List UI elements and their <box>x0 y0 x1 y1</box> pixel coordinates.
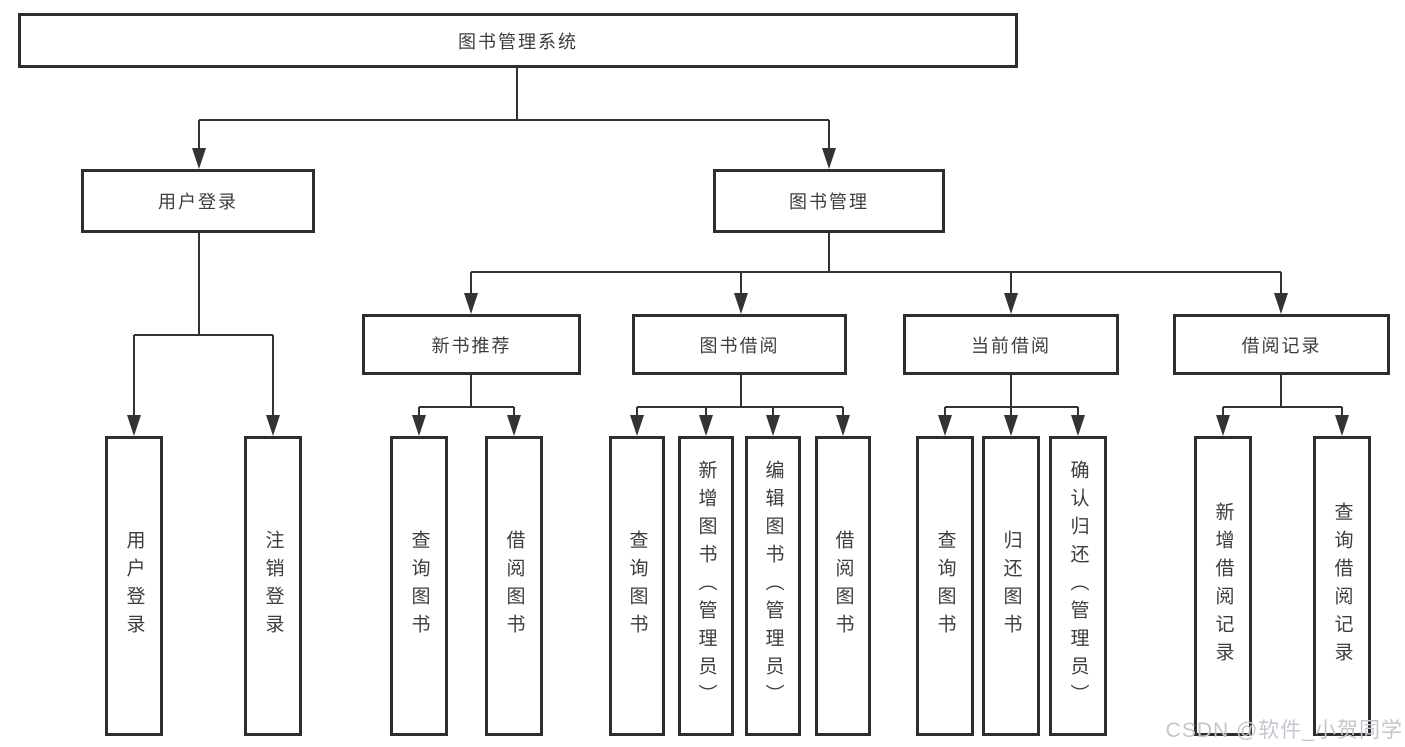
node-user-login: 用户登录 <box>81 169 315 233</box>
leaf-borrow-books-1-label: 借阅图书 <box>503 530 525 642</box>
node-root: 图书管理系统 <box>18 13 1018 68</box>
node-book-management: 图书管理 <box>713 169 945 233</box>
leaf-logout: 注销登录 <box>244 436 302 736</box>
leaf-logout-label: 注销登录 <box>262 530 284 642</box>
node-current-borrow: 当前借阅 <box>903 314 1119 375</box>
watermark-text: CSDN @软件_小贺同学 <box>1165 719 1403 742</box>
node-borrow-records: 借阅记录 <box>1173 314 1390 375</box>
leaf-query-borrow-record: 查询借阅记录 <box>1313 436 1371 736</box>
leaf-return-books-label: 归还图书 <box>1000 530 1022 642</box>
leaf-query-books-2: 查询图书 <box>609 436 665 736</box>
node-new-book-recommend: 新书推荐 <box>362 314 581 375</box>
leaf-query-books-1: 查询图书 <box>390 436 448 736</box>
leaf-user-login: 用户登录 <box>105 436 163 736</box>
node-book-borrow: 图书借阅 <box>632 314 847 375</box>
leaf-query-books-3-label: 查询图书 <box>934 530 956 642</box>
leaf-confirm-return-admin-label: 确认归还（管理员） <box>1067 460 1089 712</box>
leaf-query-books-1-label: 查询图书 <box>408 530 430 642</box>
leaf-borrow-books-2: 借阅图书 <box>815 436 871 736</box>
leaf-user-login-label: 用户登录 <box>123 530 145 642</box>
leaf-query-borrow-record-label: 查询借阅记录 <box>1331 502 1353 670</box>
leaf-add-borrow-record-label: 新增借阅记录 <box>1212 502 1234 670</box>
leaf-return-books: 归还图书 <box>982 436 1040 736</box>
leaf-edit-book-admin: 编辑图书（管理员） <box>745 436 801 736</box>
leaf-borrow-books-2-label: 借阅图书 <box>832 530 854 642</box>
leaf-add-book-admin-label: 新增图书（管理员） <box>695 460 717 712</box>
arrowheads <box>127 148 1349 436</box>
leaf-confirm-return-admin: 确认归还（管理员） <box>1049 436 1107 736</box>
leaf-add-book-admin: 新增图书（管理员） <box>678 436 734 736</box>
leaf-add-borrow-record: 新增借阅记录 <box>1194 436 1252 736</box>
leaf-edit-book-admin-label: 编辑图书（管理员） <box>762 460 784 712</box>
leaf-query-books-2-label: 查询图书 <box>626 530 648 642</box>
leaf-borrow-books-1: 借阅图书 <box>485 436 543 736</box>
leaf-query-books-3: 查询图书 <box>916 436 974 736</box>
